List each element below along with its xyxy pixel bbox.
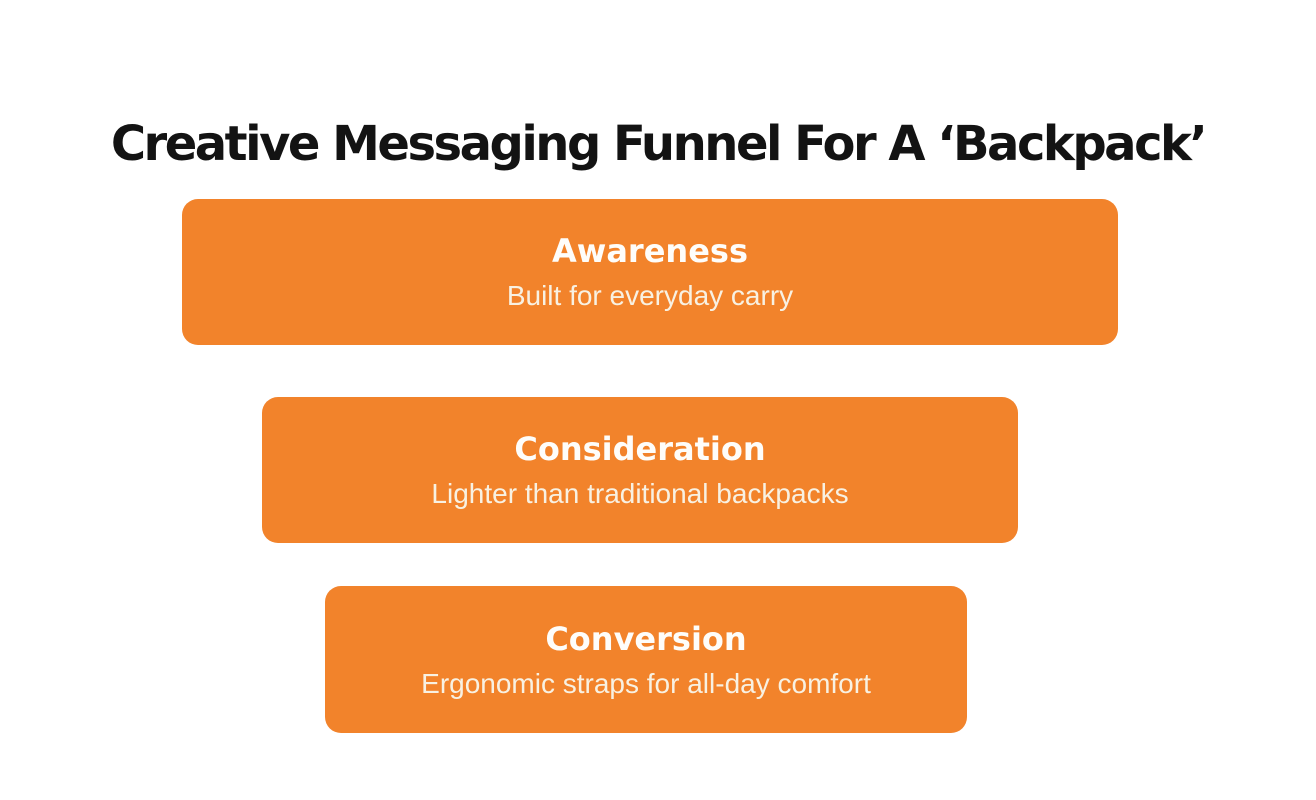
funnel-stage-consideration: Consideration Lighter than traditional b… [262, 397, 1018, 543]
stage-consideration-label: Consideration [514, 430, 766, 468]
stage-conversion-label: Conversion [545, 619, 747, 658]
stage-awareness-message: Built for everyday carry [506, 280, 794, 311]
funnel-stage-awareness: Awareness Built for everyday carry [182, 199, 1118, 345]
funnel-stage-conversion: Conversion Ergonomic straps for all-day … [325, 586, 967, 733]
stage-awareness-label: Awareness [552, 232, 748, 270]
stage-consideration-message: Lighter than traditional backpacks [431, 478, 849, 509]
stage-conversion-message: Ergonomic straps for all-day comfort [421, 667, 871, 699]
page-title: Creative Messaging Funnel For A ‘Backpac… [110, 116, 1208, 173]
